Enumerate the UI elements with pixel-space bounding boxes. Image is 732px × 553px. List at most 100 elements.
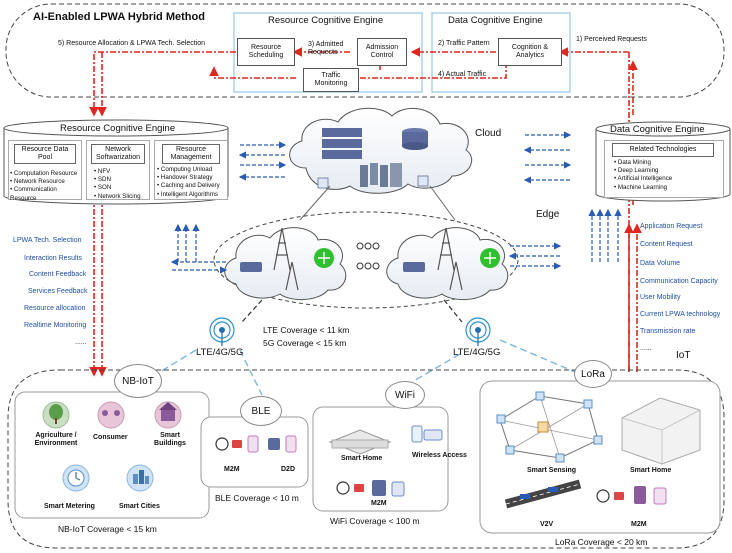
top-red-flows: [89, 47, 642, 377]
lte-antenna-right: [465, 317, 491, 346]
right-list-item: Communication Capacity: [640, 278, 718, 285]
wifi-item: Wireless Access: [412, 452, 467, 459]
rce-pool-item: Resource: [10, 194, 37, 202]
rce-pool-title: Resource Data Pool: [14, 144, 76, 164]
rce-soft-list: • NFV • SDN • SON • Network Slicing: [94, 168, 141, 201]
rce-soft-item: • SDN: [94, 176, 111, 184]
right-list-item: Content Request: [640, 241, 693, 248]
ble-item: M2M: [224, 466, 240, 473]
rce-soft-title: Network Softwarization: [91, 144, 145, 164]
dce-tech-item: • Artificial Intelligence: [614, 175, 673, 183]
dce-tech-item: • Deep Learning: [614, 167, 659, 175]
rce-mgmt-item: • Handover Strategy: [157, 174, 213, 182]
lora-item: M2M: [631, 521, 647, 528]
cognition-analytics-box: Cognition & Analytics: [498, 38, 562, 66]
rce-pool-item: • Computation Resource: [10, 170, 78, 177]
wifi-badge: WiFi: [385, 381, 425, 409]
left-list-item: Services Feedback: [28, 288, 88, 295]
edge-label: Edge: [536, 209, 560, 220]
left-list-item: ......: [75, 339, 87, 346]
cloud-edge-links: [299, 185, 456, 221]
wifi-item: Smart Home: [341, 455, 383, 462]
wifi-item: M2M: [371, 500, 387, 507]
dce-tech-list: • Data Mining • Deep Learning • Artifici…: [614, 159, 672, 192]
rce-mgmt-item: • Computing Unload: [157, 166, 213, 173]
lora-item: Smart Sensing: [527, 467, 577, 474]
nbiot-item: Smart Buildings: [154, 432, 186, 447]
iot-label: IoT: [676, 350, 691, 361]
step-3-label: 3) Admitted Requests: [308, 41, 344, 56]
nbiot-icons: [42, 401, 182, 492]
left-list-item: Interaction Results: [24, 255, 82, 262]
left-list-item: LPWA Tech. Selection: [13, 237, 82, 244]
traffic-monitoring-box: Traffic Monitoring: [303, 68, 359, 92]
step-2-label: 2) Traffic Pattern: [438, 40, 490, 47]
step-1-label: 1) Perceived Requests: [576, 36, 647, 43]
rce-pool-item: • Network Resource: [10, 178, 65, 186]
top-rce-title: Resource Cognitive Engine: [268, 15, 384, 26]
wifi-icons: [328, 425, 443, 497]
nbiot-item: Smart Cities: [119, 503, 160, 510]
step-5-label: 5) Resource Allocation & LPWA Tech. Sele…: [58, 40, 206, 47]
lora-badge: LoRa: [574, 360, 612, 388]
edge-cloud-left: [224, 227, 347, 300]
resource-scheduling-box: Resource Scheduling: [237, 38, 295, 66]
right-list-item: ......: [640, 345, 652, 352]
right-list-item: Transmission rate: [640, 328, 696, 335]
admission-control-box: Admission Control: [357, 38, 407, 66]
left-list-item: Content Feedback: [29, 271, 87, 278]
rce-mgmt-list: • Computing Unload • Handover Strategy •…: [157, 166, 220, 199]
dce-tech-title: Related Technologies: [612, 143, 714, 157]
lte-antenna-left: [209, 317, 235, 346]
blue-flows: [170, 131, 622, 274]
lte-links: [241, 299, 463, 323]
dce-tech-item: • Data Mining: [614, 159, 651, 166]
top-frame: [5, 3, 725, 98]
edge-interlink: [356, 242, 380, 270]
lte-left-label: LTE/4G/5G: [196, 347, 244, 358]
left-list-item: Realtime Monitoring: [24, 322, 87, 329]
rce-mgmt-title: Resource Management: [162, 144, 220, 164]
lora-item: V2V: [540, 521, 554, 528]
cloud-label: Cloud: [475, 128, 502, 139]
ble-badge: BLE: [240, 396, 282, 426]
dce-tech-item: • Machine Learning: [614, 183, 668, 191]
edge-cloud-right: [386, 227, 509, 300]
nbiot-badge: NB-IoT: [114, 364, 162, 398]
rce-title: Resource Cognitive Engine: [60, 123, 176, 134]
cloud-servers: [317, 128, 429, 189]
rce-soft-item: • Network Slicing: [94, 192, 141, 200]
nbiot-item: Agriculture / Environment: [34, 432, 78, 447]
lte-coverage-label: LTE Coverage < 11 km: [263, 325, 350, 335]
rce-mgmt-item: • Intelligent Algorithms: [157, 190, 218, 198]
rce-soft-item: • SON: [94, 184, 112, 192]
right-list-item: User Mobility: [640, 294, 681, 301]
ble-coverage: BLE Coverage < 10 m: [215, 493, 299, 503]
ble-icons: [215, 435, 297, 453]
diagram-title: AI-Enabled LPWA Hybrid Method: [33, 11, 205, 23]
rce-mgmt-item: • Caching and Delivery: [157, 182, 220, 190]
right-list-item: Application Request: [640, 223, 703, 230]
edge-boundary: [213, 211, 519, 309]
nbiot-item: Smart Metering: [44, 503, 95, 510]
rce-pool-item: • Communication: [10, 186, 57, 194]
left-list-item: Resource allocation: [24, 305, 86, 312]
nbiot-item: Consumer: [93, 434, 128, 441]
step-4-label: 4) Actual Traffic: [438, 71, 487, 78]
right-list-item: Current LPWA technology: [640, 311, 721, 318]
lora-icons: [496, 391, 701, 509]
lora-item: Smart Home: [630, 467, 672, 474]
dce-title: Data Cognitive Engine: [610, 124, 705, 135]
right-list-item: Data Volume: [640, 260, 681, 267]
rce-soft-item: • NFV: [94, 168, 111, 175]
g5-coverage-label: 5G Coverage < 15 km: [263, 338, 347, 348]
ble-item: D2D: [281, 466, 296, 473]
wifi-coverage: WiFi Coverage < 100 m: [330, 516, 420, 526]
lte-right-label: LTE/4G/5G: [453, 347, 501, 358]
edge-devices: [240, 227, 500, 291]
lora-coverage: LoRa Coverage < 20 km: [555, 537, 648, 547]
rce-pool-list: • Computation Resource • Network Resourc…: [10, 170, 77, 203]
nbiot-coverage: NB-IoT Coverage < 15 km: [58, 524, 157, 534]
